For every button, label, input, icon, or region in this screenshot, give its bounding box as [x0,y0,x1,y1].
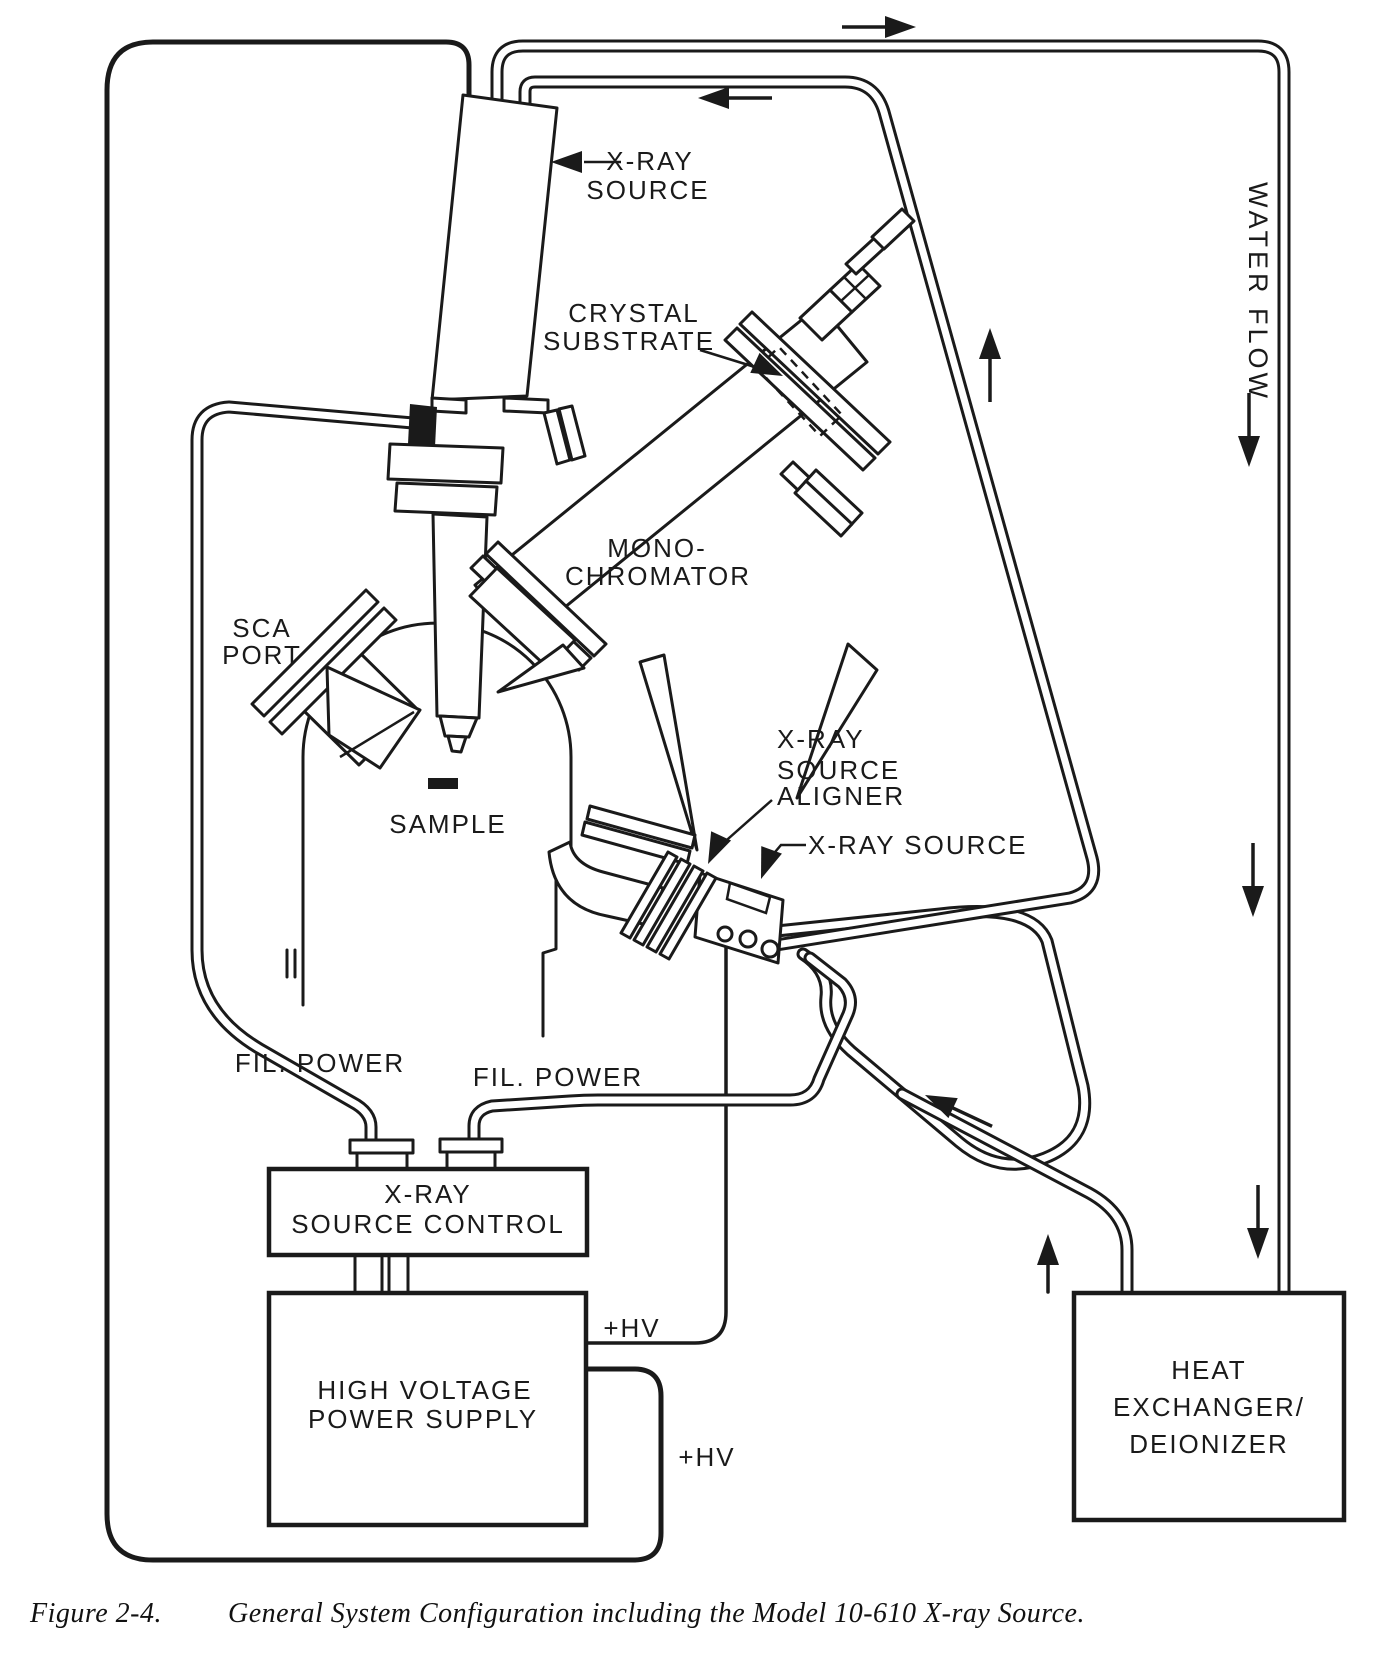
chamber-port-stub [285,948,297,979]
xray-source-tube [430,93,559,402]
secondary-source-assembly [547,804,785,965]
beam-wedge-to-sample [496,643,586,694]
flow-arrow-down-right-2 [1245,1183,1271,1261]
monochromator-snout [795,642,879,800]
water-port [738,929,758,949]
port-flange-plate [585,804,697,850]
flow-arrow-up-diagonal [977,326,1003,404]
lower-mount-plate [793,479,854,538]
beam-wedge-from-source [638,653,699,852]
water-port [760,939,780,959]
aligner-plate [619,850,679,940]
xray-source-aligner-stack [619,850,718,961]
flow-arrow-down-right-1 [1240,841,1266,919]
leader-aligner [698,799,773,869]
gun-flange-plate [386,442,505,485]
water-pipe-heat-exchanger [895,1087,1134,1298]
water-pipe-outlet-top [490,39,1291,1298]
source-nozzle-tip [438,714,479,739]
label-hv-upper: +HV [603,1313,660,1343]
secondary-source-window [725,881,772,915]
connector-stub-plate [438,1137,504,1154]
xray-source-left-ledge [430,396,468,415]
label-sca-port-2: PORT [222,640,302,670]
label-source-control-2: SOURCE CONTROL [291,1209,565,1239]
label-water-flow: WATER FLOW [1243,182,1273,402]
label-heat-exchanger-3: DEIONIZER [1129,1429,1289,1459]
box-link-lines [353,1253,410,1295]
label-sample: SAMPLE [389,809,507,839]
water-pipe-return [518,75,1101,953]
monochromator-bottom-flange-plate [484,540,608,658]
label-crystal-substrate-1: CRYSTAL [568,298,700,328]
label-aligner-2: SOURCE [777,755,900,785]
label-xray-source-top-2: SOURCE [586,175,709,205]
water-flow-label-arrow [1236,391,1262,469]
source-nozzle-tip [446,734,468,754]
sca-port-flange-plate [250,588,380,718]
xray-source-right-flange-plate [557,404,587,462]
label-hvps-1: HIGH VOLTAGE [317,1375,532,1405]
filament-cable-left [190,400,420,1148]
water-pipe-pigtail [741,905,1092,1171]
label-crystal-substrate-2: SUBSTRATE [543,326,715,356]
crystal-mount-grid [840,274,870,302]
hv-power-supply-box [266,1290,589,1528]
leader-crystal-substrate [699,348,788,386]
label-source-control-1: X-RAY [384,1179,472,1209]
filament-cable-right [467,951,857,1147]
hv-cable-source [584,938,728,1345]
caption-text: General System Configuration including t… [228,1598,1085,1629]
label-heat-exchanger-1: HEAT [1171,1355,1246,1385]
hv-cable-main-loop [104,39,664,1563]
label-hv-lower: +HV [678,1442,735,1472]
filament-connector-block [408,404,437,447]
flow-arrow-up-hx [1037,1234,1059,1294]
label-monochromator-2: CHROMATOR [565,561,751,591]
label-aligner-3: ALIGNER [777,781,905,811]
xray-source-right-ledge [502,396,550,415]
heat-exchanger-box [1071,1290,1347,1523]
leader-xray-source-lower [750,843,806,883]
sca-port-block-edge [339,710,415,759]
adjuster-rod-cap [870,207,916,251]
sample-stage [428,778,458,789]
leader-xray-source-top [551,151,621,173]
label-heat-exchanger-2: EXCHANGER/ [1113,1392,1305,1422]
xray-source-right-flange-plate [542,408,572,466]
hv-port [716,925,734,943]
label-fil-power-left: FIL. POWER [235,1048,405,1078]
flow-arrow-left-return [696,85,774,111]
source-nozzle [431,512,489,720]
flow-arrow-right-top [840,14,918,40]
heat-exchanger-unit [1071,1290,1347,1523]
label-monochromator-1: MONO- [607,533,707,563]
aligner-plate [658,871,718,961]
sca-port [250,588,422,770]
connector-stub-plate [348,1138,415,1155]
source-control-box [266,1166,590,1258]
main-xray-source [386,93,587,754]
sca-port-block [325,665,422,770]
crystal-substrate-dashed [755,345,844,438]
label-xray-source-top-1: X-RAY [606,146,694,176]
aligner-plate [632,857,692,947]
label-hvps-2: POWER SUPPLY [308,1404,538,1434]
crystal-substrate-assembly [798,207,916,342]
source-control-unit [266,1137,590,1528]
label-aligner-1: X-RAY [777,724,865,754]
monochromator [468,207,916,852]
label-xray-source-lower: X-RAY SOURCE [808,830,1028,860]
gun-flange-plate [393,481,499,517]
aligner-plate [645,864,705,954]
label-fil-power-right: FIL. POWER [473,1062,643,1092]
label-sca-port-1: SCA [232,613,291,643]
monochromator-top-flange-plate [738,310,892,456]
caption-figure-number: Figure 2-4. [29,1598,162,1629]
